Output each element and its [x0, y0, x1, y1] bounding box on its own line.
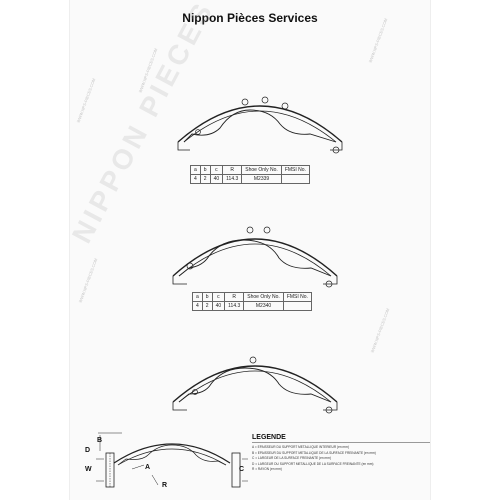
brake-shoe-drawing-3: [172, 356, 338, 414]
value-cell: 2: [199, 174, 211, 184]
value-cell: M2340: [243, 301, 284, 311]
spec-table-1: a b c R Shoe Only No. FMSI No. 4 2 40 11…: [190, 165, 310, 184]
value-cell: 4: [190, 174, 201, 184]
legend-line: R = RAYON (en mm): [252, 467, 282, 472]
legend-line: C = LARGEUR DE LA SURFACE FREINANTE (en …: [252, 456, 331, 461]
header-cell: c: [211, 292, 226, 302]
dimension-label-a: A: [145, 464, 151, 471]
value-cell: 40: [211, 301, 226, 311]
value-cell: M2339: [241, 174, 282, 184]
header-cell: a: [190, 165, 201, 175]
dimension-label-b: B: [97, 437, 103, 444]
value-cell: [280, 174, 310, 184]
value-cell: 114.3: [224, 301, 245, 311]
dimension-label-c: C: [239, 466, 245, 473]
dimension-label-r: R: [162, 482, 168, 489]
header-cell: FMSI No.: [280, 165, 310, 175]
header-cell: FMSI No.: [282, 292, 312, 302]
dimension-label-d: D: [85, 447, 91, 454]
legend-line: B = EPAISSEUR DU SUPPORT METALLIQUE DE L…: [252, 450, 376, 455]
catalog-page: [70, 0, 430, 500]
spec-value-row: 4 2 40 114.3 M2339: [190, 174, 310, 184]
value-cell: 2: [201, 301, 213, 311]
legend-line: A = EPAISSEUR DU SUPPORT METALLIQUE INTE…: [252, 445, 349, 449]
header-cell: R: [224, 292, 245, 302]
value-cell: 40: [209, 174, 224, 184]
dimension-diagram: [96, 432, 248, 488]
header-cell: b: [201, 292, 213, 302]
legend-line: D = LARGEUR DU SUPPORT METALLIQUE DE LA …: [252, 461, 374, 466]
value-cell: [282, 301, 312, 311]
header-cell: a: [192, 292, 203, 302]
header-cell: c: [209, 165, 224, 175]
page-title: Nippon Pièces Services: [182, 11, 318, 25]
spec-table-2: a b c R Shoe Only No. FMSI No. 4 2 40 11…: [192, 292, 312, 311]
brake-shoe-drawing-1: [177, 96, 343, 154]
header-cell: Shoe Only No.: [243, 292, 284, 302]
value-cell: 4: [192, 301, 203, 311]
legend: LEGENDE A = EPAISSEUR DU SUPPORT METALLI…: [252, 434, 430, 473]
spec-value-row: 4 2 40 114.3 M2340: [192, 301, 312, 311]
brake-shoe-drawing-2: [172, 226, 338, 288]
dimension-label-w: W: [85, 466, 92, 473]
legend-title: LEGENDE: [252, 434, 430, 443]
spec-header-row: a b c R Shoe Only No. FMSI No.: [192, 292, 312, 302]
spec-header-row: a b c R Shoe Only No. FMSI No.: [190, 165, 310, 175]
value-cell: 114.3: [222, 174, 243, 184]
header-cell: R: [222, 165, 243, 175]
header-cell: b: [199, 165, 211, 175]
header-cell: Shoe Only No.: [241, 165, 282, 175]
